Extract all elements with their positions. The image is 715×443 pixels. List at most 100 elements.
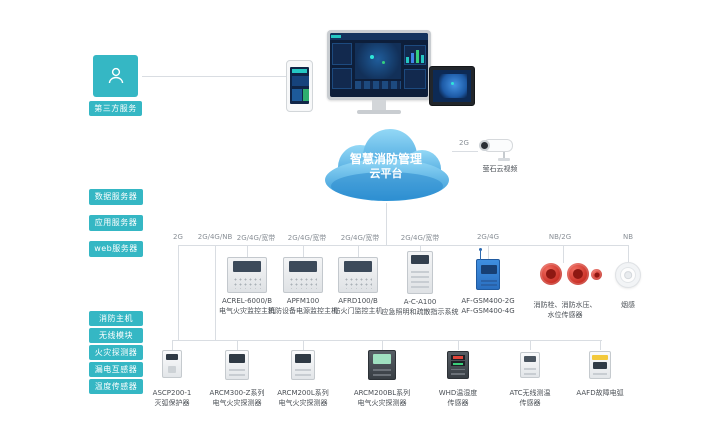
connector-drop (303, 340, 304, 350)
device-atc-sensor (520, 352, 540, 378)
connector-third-party (142, 76, 286, 77)
dashboard-map (355, 43, 401, 79)
connector-cloud-down (386, 203, 387, 245)
phone-screen (290, 67, 309, 104)
dashboard-right-panel (404, 45, 426, 65)
network-label-6: 2G/4G (474, 233, 502, 241)
device-smoke-detector (615, 262, 641, 288)
camera-network-label: 2G (457, 139, 471, 147)
category-box-fire-detector: 火灾探测器 (89, 345, 143, 360)
network-label-4: 2G/4G/宽带 (338, 233, 382, 243)
tablet (429, 66, 475, 106)
connector-drop (600, 340, 601, 350)
device-arcm200bl (368, 350, 396, 380)
server-box-data: 数据服务器 (89, 189, 143, 205)
label-smoke-detector: 烟感 (621, 301, 635, 309)
third-party-icon-box (93, 55, 138, 97)
connector-drop (628, 245, 629, 262)
connector-drop (358, 245, 359, 257)
device-screen (592, 362, 608, 369)
monitor-screen (330, 33, 428, 97)
server-box-web: web服务器 (89, 241, 143, 257)
device-apfm100 (283, 257, 323, 293)
category-box-wireless-module: 无线模块 (89, 328, 143, 343)
label-acrel-6000: ACREL-6000/B 电气火灾监控主机 (219, 297, 275, 316)
third-party-label: 第三方服务 (89, 101, 142, 116)
category-box-temp-sensor: 温度传感器 (89, 379, 143, 394)
breaker-lever (168, 365, 176, 374)
connector-drop (247, 245, 248, 257)
device-whd-sensor (447, 351, 469, 379)
network-label-3: 2G/4G/宽带 (285, 233, 329, 243)
monitor-neck (372, 100, 386, 110)
device-screen (295, 354, 311, 364)
device-ascp200 (162, 350, 182, 378)
connector-drop (303, 245, 304, 257)
person-icon (108, 67, 123, 84)
label-aafd: AAFD故障电弧 (576, 389, 624, 397)
device-hydrant-sensor-2 (567, 263, 589, 285)
label-ascp200: ASCP200-1 灭弧保护器 (152, 389, 192, 408)
connector-left-1 (178, 245, 179, 340)
label-whd: WHD温湿度 传感器 (438, 389, 478, 408)
network-label-5: 2G/4G/宽带 (398, 233, 442, 243)
device-vents (411, 268, 429, 288)
device-hydrant-sensor-3 (591, 269, 602, 280)
network-label-7: NB/2G (546, 233, 574, 241)
device-screen (165, 354, 179, 361)
connector-drop (420, 245, 421, 253)
bus-line-1 (178, 245, 629, 246)
device-screen (229, 354, 245, 364)
label-af-gsm400: AF-GSM400-2G AF-GSM400-4G (461, 297, 515, 316)
device-aafd (589, 351, 611, 379)
cloud-title-line1: 智慧消防管理 (349, 152, 422, 166)
dashboard-left-panel (332, 43, 352, 65)
label-arcm200l: ARCM200L系列 电气火灾探测器 (277, 389, 329, 408)
device-screen (372, 354, 392, 364)
category-box-fire-host: 消防主机 (89, 311, 143, 326)
cloud-title-line2: 云平台 (369, 167, 403, 180)
connector-camera (452, 151, 478, 152)
connector-drop (488, 245, 489, 259)
device-screen (411, 255, 429, 264)
aafd-yellow-band (592, 354, 608, 361)
cloud-shape (325, 129, 449, 201)
device-aca100-cabinet (407, 251, 433, 294)
device-screen (233, 261, 261, 273)
label-aca100: A-C-A100 应急照明和疏散指示系统 (381, 298, 459, 317)
device-arcm200l (291, 350, 315, 380)
label-afrd100: AFRD100/B 防火门监控主机 (333, 297, 383, 316)
label-arcm200bl: ARCM200BL系列 电气火灾探测器 (353, 389, 411, 408)
device-keypad (232, 277, 262, 290)
tablet-screen (433, 70, 471, 102)
desktop-monitor (327, 30, 431, 100)
device-acrel-6000 (227, 257, 267, 293)
device-arcm300z (225, 350, 249, 380)
connector-drop (237, 340, 238, 350)
security-camera (479, 137, 513, 161)
device-screen (523, 355, 537, 363)
label-apfm100: APFM100 消防设备电源监控主机 (268, 297, 338, 316)
connector-drop (458, 340, 459, 350)
connector-left-2 (215, 245, 216, 340)
gateway-antenna (480, 251, 481, 260)
smartphone (286, 60, 313, 112)
label-hydrant-sensors: 消防栓、消防水压、 水位传感器 (533, 301, 597, 320)
bus-line-2 (172, 340, 602, 341)
label-arcm300z: ARCM300-Z系列 电气火灾探测器 (209, 389, 265, 408)
third-party-label-text: 第三方服务 (94, 103, 137, 113)
network-label-2: 2G/4G/宽带 (234, 233, 278, 243)
server-box-app: 应用服务器 (89, 215, 143, 231)
label-atc: ATC无线测温 传感器 (509, 389, 551, 408)
device-afrd100 (338, 257, 378, 293)
network-label-8: NB (620, 233, 636, 241)
connector-drop (563, 245, 564, 263)
device-af-gsm400-gateway (476, 248, 500, 290)
monitor-base (357, 110, 401, 114)
device-screen (450, 355, 466, 360)
device-keypad (288, 277, 318, 290)
network-label-0: 2G (171, 233, 185, 241)
device-screen (289, 261, 317, 273)
device-screen (481, 265, 497, 274)
camera-lens (479, 140, 490, 151)
